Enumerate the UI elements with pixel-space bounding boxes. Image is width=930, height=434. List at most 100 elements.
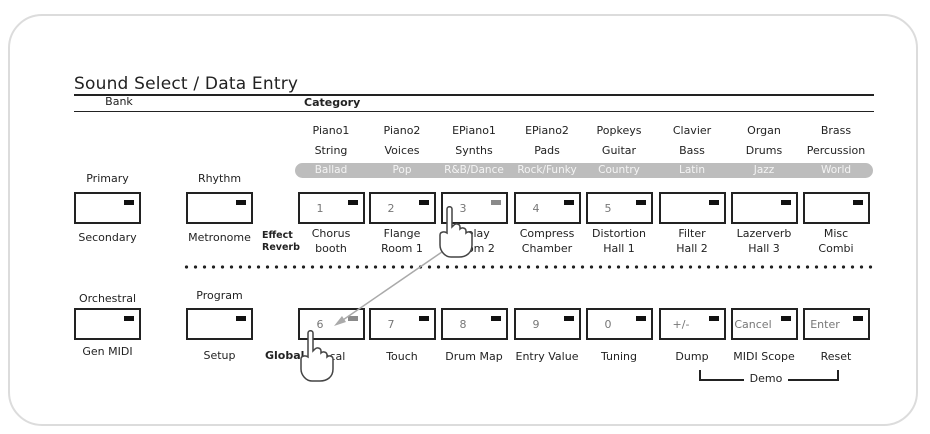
entry-button-6[interactable]: +/- <box>659 308 726 340</box>
genre-label: Latin <box>679 164 705 176</box>
led-indicator <box>853 316 863 321</box>
category-button-7[interactable] <box>731 192 798 224</box>
category-top-label: Piano2 <box>383 124 421 137</box>
category-bottom-label: Bass <box>679 144 705 157</box>
entry-button-3[interactable]: 8 <box>441 308 508 340</box>
primary-button[interactable] <box>74 192 141 224</box>
secondary-label: Secondary <box>78 231 137 244</box>
rhythm-button[interactable] <box>186 192 253 224</box>
reverb-label: Chamber <box>521 242 573 255</box>
genre-label: R&B/Dance <box>444 164 504 176</box>
category-bottom-label: Synths <box>455 144 493 157</box>
effect-label: Flange <box>383 227 421 240</box>
button-number: Cancel <box>734 318 772 331</box>
led-indicator <box>853 200 863 205</box>
button-number: +/- <box>672 318 690 331</box>
led-indicator <box>491 316 501 321</box>
entry-button-7[interactable]: Cancel <box>731 308 798 340</box>
global-function-label: Tuning <box>600 350 637 363</box>
entry-button-4[interactable]: 9 <box>514 308 581 340</box>
button-number: 5 <box>604 202 612 215</box>
led-indicator <box>419 316 429 321</box>
led-indicator <box>236 316 246 321</box>
global-function-label: MIDI Scope <box>733 350 795 363</box>
led-indicator <box>709 316 719 321</box>
entry-button-2[interactable]: 7 <box>369 308 436 340</box>
led-indicator <box>124 200 134 205</box>
hand-pointer-icon <box>439 206 473 258</box>
button-number: 6 <box>316 318 324 331</box>
led-indicator <box>348 200 358 205</box>
button-number: 8 <box>459 318 467 331</box>
led-indicator <box>564 200 574 205</box>
section-title: Sound Select / Data Entry <box>74 74 299 94</box>
global-function-label: Drum Map <box>445 350 503 363</box>
effect-label: Effect <box>262 230 293 241</box>
rhythm-label: Rhythm <box>197 172 242 185</box>
genre-label: World <box>820 164 852 176</box>
led-indicator <box>781 316 791 321</box>
led-indicator <box>709 200 719 205</box>
genre-label: Country <box>598 164 640 176</box>
global-function-label: Touch <box>386 350 418 363</box>
reverb-label: Hall 3 <box>748 242 780 255</box>
category-top-label: Clavier <box>672 124 712 137</box>
category-button-8[interactable] <box>803 192 870 224</box>
category-bottom-label: Guitar <box>601 144 637 157</box>
primary-label: Primary <box>86 172 129 185</box>
bank-header: Bank <box>105 95 133 108</box>
button-number: 7 <box>387 318 395 331</box>
orchestral-button[interactable] <box>74 308 141 340</box>
led-indicator <box>781 200 791 205</box>
category-top-label: EPiano2 <box>525 124 569 137</box>
global-function-label: Entry Value <box>515 350 579 363</box>
button-number: 2 <box>387 202 395 215</box>
effect-label: Misc <box>823 227 849 240</box>
category-top-label: Piano1 <box>312 124 350 137</box>
category-header: Category <box>304 96 361 109</box>
gen-midi-label: Gen MIDI <box>82 345 133 358</box>
led-indicator <box>419 200 429 205</box>
dotted-separator <box>182 265 874 269</box>
reverb-label: booth <box>315 242 347 255</box>
entry-button-5[interactable]: 0 <box>586 308 653 340</box>
button-number: 3 <box>459 202 467 215</box>
entry-button-8[interactable]: Enter <box>803 308 870 340</box>
effect-label: Filter <box>678 227 706 240</box>
category-button-2[interactable]: 2 <box>369 192 436 224</box>
category-top-label: Popkeys <box>596 124 642 137</box>
effect-label: Distortion <box>592 227 646 240</box>
category-button-1[interactable]: 1 <box>298 192 365 224</box>
category-bottom-label: String <box>314 144 348 157</box>
category-button-4[interactable]: 4 <box>514 192 581 224</box>
metronome-label: Metronome <box>188 231 251 244</box>
led-indicator <box>491 200 501 205</box>
effect-label: Compress <box>519 227 575 240</box>
button-number: 4 <box>532 202 540 215</box>
button-number: 1 <box>316 202 324 215</box>
button-number: Enter <box>810 318 840 331</box>
led-indicator <box>236 200 246 205</box>
reverb-label: Hall 2 <box>676 242 708 255</box>
reverb-label: Reverb <box>262 242 300 253</box>
global-label: Global <box>265 349 305 362</box>
category-button-5[interactable]: 5 <box>586 192 653 224</box>
reverb-label: Combi <box>818 242 854 255</box>
orchestral-label: Orchestral <box>78 292 137 305</box>
category-bottom-label: Pads <box>534 144 560 157</box>
category-top-label: Organ <box>747 124 781 137</box>
genre-label: Ballad <box>314 164 348 176</box>
led-indicator <box>348 316 358 321</box>
category-top-label: Brass <box>820 124 852 137</box>
demo-label: Demo <box>744 372 788 386</box>
effect-label: Lazerverb <box>736 227 792 240</box>
led-indicator <box>124 316 134 321</box>
category-button-6[interactable] <box>659 192 726 224</box>
led-indicator <box>636 316 646 321</box>
title-rule <box>74 94 874 96</box>
genre-label: Jazz <box>753 164 775 176</box>
program-button[interactable] <box>186 308 253 340</box>
reverb-label: Room 1 <box>381 242 423 255</box>
category-top-label: EPiano1 <box>452 124 496 137</box>
led-indicator <box>636 200 646 205</box>
